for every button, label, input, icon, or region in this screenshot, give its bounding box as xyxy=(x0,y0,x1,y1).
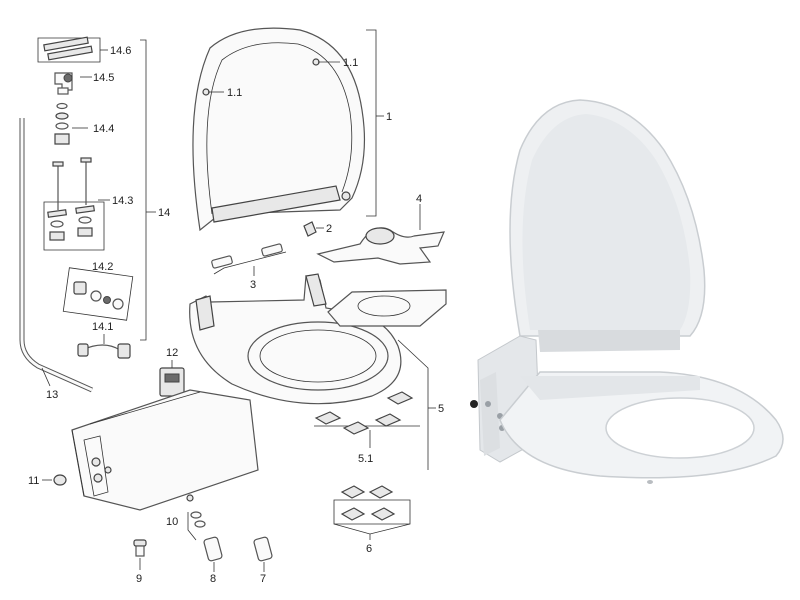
part-14-5-elbow xyxy=(54,72,73,95)
part-5-1-feet xyxy=(314,391,420,435)
part-4-mounting-plate xyxy=(316,227,445,265)
label-6: 6 xyxy=(366,543,372,555)
label-14-5: 14.5 xyxy=(93,72,114,84)
part-2-clip xyxy=(303,221,317,237)
part-14-4-washers-nut xyxy=(54,102,70,145)
label-1-1-b: 1.1 xyxy=(227,87,242,99)
label-14-2: 14.2 xyxy=(92,261,113,273)
label-1-1-a: 1.1 xyxy=(343,57,358,69)
part-1-lid xyxy=(192,27,366,232)
part-tray xyxy=(327,289,447,327)
product-photo-toilet-seat xyxy=(470,99,784,484)
label-5-1: 5.1 xyxy=(358,453,373,465)
label-10: 10 xyxy=(166,516,178,528)
label-1: 1 xyxy=(386,111,392,123)
part-14-3-bolts xyxy=(43,157,105,251)
label-14-1: 14.1 xyxy=(92,321,113,333)
part-11-knob xyxy=(53,474,67,486)
label-14-4: 14.4 xyxy=(93,123,114,135)
part-seat-ring xyxy=(189,273,402,405)
label-14-3: 14.3 xyxy=(112,195,133,207)
label-13: 13 xyxy=(46,389,58,401)
label-9: 9 xyxy=(136,573,142,585)
label-7: 7 xyxy=(260,573,266,585)
label-3: 3 xyxy=(250,279,256,291)
label-12: 12 xyxy=(166,347,178,359)
part-9-plug xyxy=(133,539,147,557)
part-6-feet xyxy=(333,485,411,525)
label-2: 2 xyxy=(326,223,332,235)
label-8: 8 xyxy=(210,573,216,585)
part-13-pipe xyxy=(19,118,94,393)
part-14-6-clips xyxy=(37,36,101,63)
part-14-2-fittings xyxy=(62,267,134,321)
label-4: 4 xyxy=(416,193,422,205)
part-housing-unit xyxy=(71,389,259,511)
label-5: 5 xyxy=(438,403,444,415)
part-14-1-hose xyxy=(77,343,131,359)
part-8-connector xyxy=(203,536,223,562)
part-10-o-rings xyxy=(190,511,206,528)
label-11: 11 xyxy=(28,475,39,487)
part-3-hinge-pins xyxy=(211,243,283,269)
part-12-module xyxy=(159,367,185,397)
label-14-6: 14.6 xyxy=(110,45,131,57)
label-14: 14 xyxy=(158,207,170,219)
part-7-connector xyxy=(253,536,273,562)
